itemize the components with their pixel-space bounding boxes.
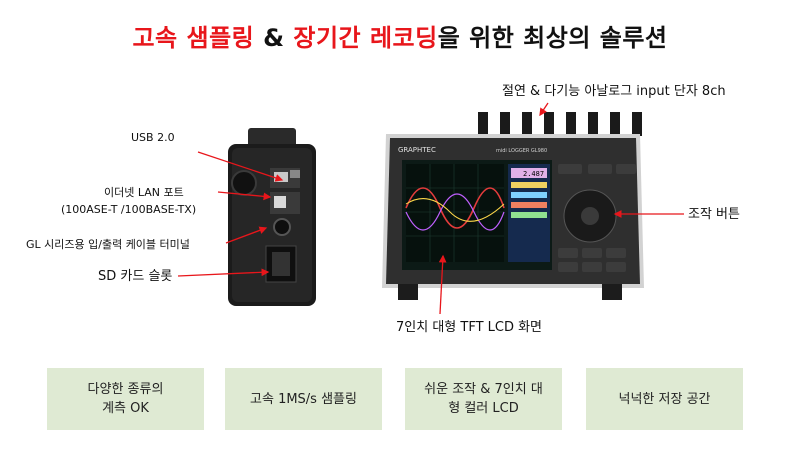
title-part-2: &: [254, 24, 294, 52]
inputs-label: 절연 & 다기능 아날로그 input 단자 8ch: [502, 84, 726, 99]
screen-readout: 2.487: [523, 170, 544, 178]
gl-terminal-label: GL 시리즈용 입/출력 케이블 터미널: [26, 238, 190, 251]
device-side-image: [226, 128, 318, 308]
lan-label-line1: 이더넷 LAN 포트: [104, 186, 184, 199]
feature-box-2: 고속 1MS/s 샘플링: [225, 368, 382, 430]
model-label: midi LOGGER GL980: [496, 148, 547, 154]
feature-box-1: 다양한 종류의 계측 OK: [47, 368, 204, 430]
title-part-1: 고속 샘플링: [132, 24, 255, 52]
title-part-4: 을 위한 최상의 솔루션: [437, 24, 668, 52]
brand-label: GRAPHTEC: [398, 146, 436, 154]
buttons-label: 조작 버튼: [688, 207, 740, 222]
page-title: 고속 샘플링 & 장기간 레코딩을 위한 최상의 솔루션: [0, 18, 800, 53]
title-part-3: 장기간 레코딩: [293, 24, 438, 52]
sd-slot-label: SD 카드 슬롯: [98, 269, 173, 284]
feature-box-3: 쉬운 조작 & 7인치 대 형 컬러 LCD: [405, 368, 562, 430]
feature-box-4: 넉넉한 저장 공간: [586, 368, 743, 430]
usb-label: USB 2.0: [131, 131, 175, 144]
device-front-image: 2.487 GRAPHTEC midi LOGGER GL980: [378, 108, 648, 308]
lan-label-line2: (100ASE-T /100BASE-TX): [61, 203, 197, 216]
display-label: 7인치 대형 TFT LCD 화면: [396, 320, 543, 335]
